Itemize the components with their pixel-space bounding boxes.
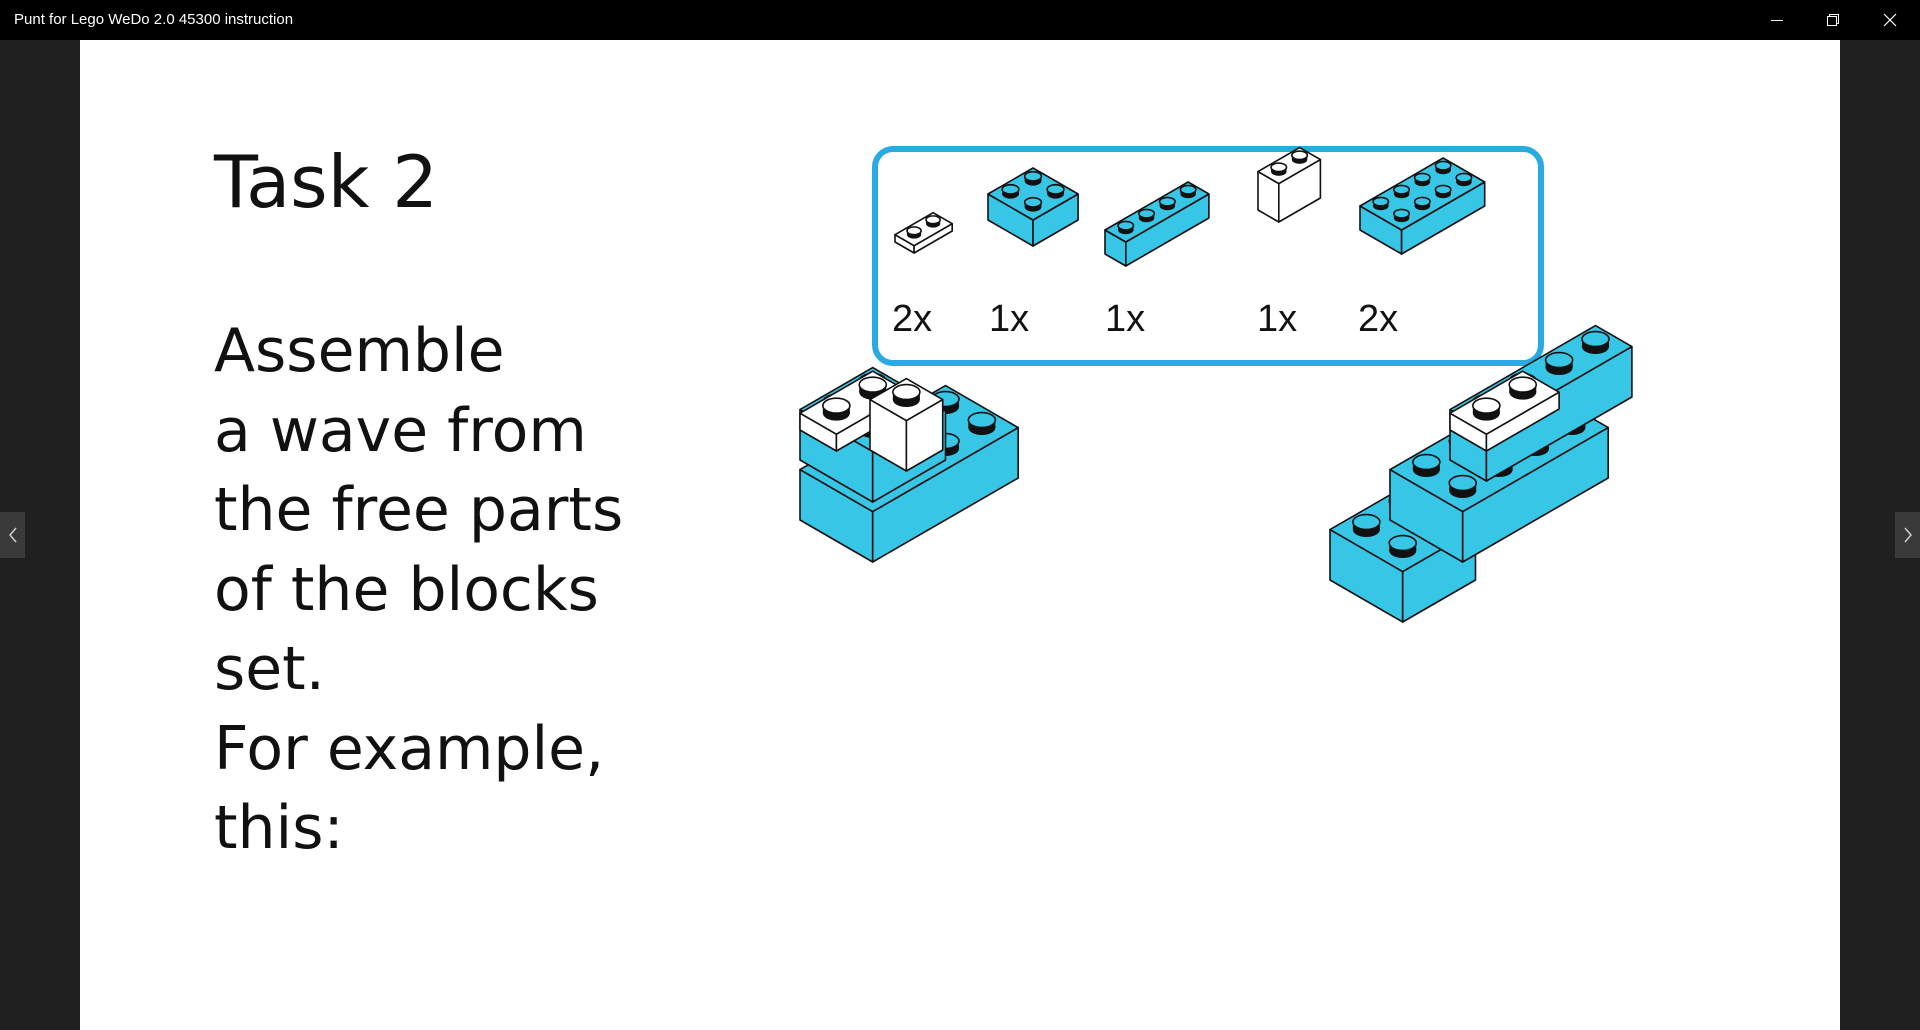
part-quantity: 2x: [892, 298, 932, 340]
slide-heading: Task 2: [214, 140, 439, 224]
chevron-right-icon: [1903, 527, 1912, 543]
part-quantity: 1x: [1257, 298, 1297, 340]
instruction-line: this:: [214, 793, 344, 863]
instruction-line: the free parts: [214, 475, 624, 545]
next-page-button[interactable]: [1895, 512, 1920, 558]
instruction-line: of the blocks: [214, 554, 599, 625]
restore-button[interactable]: [1805, 0, 1861, 40]
part-cyan-2x2-brick: [987, 167, 1079, 247]
part-white-plate: [894, 211, 954, 254]
part-white-angle-plate: [1257, 146, 1322, 223]
part-cyan-1x4-brick: [1104, 181, 1210, 267]
chevron-left-icon: [8, 527, 17, 543]
wave-model-two: [1329, 324, 1633, 623]
instruction-line: set.: [214, 634, 325, 704]
part-quantity: 1x: [989, 298, 1029, 340]
instruction-line: a wave from: [214, 395, 587, 466]
minimize-icon: [1771, 20, 1783, 21]
close-icon: [1883, 13, 1897, 27]
wave-model-one: [799, 366, 1019, 563]
part-quantity: 2x: [1358, 298, 1398, 340]
title-bar: Punt for Lego WeDo 2.0 45300 instruction: [0, 0, 1920, 40]
window-title: Punt for Lego WeDo 2.0 45300 instruction: [14, 11, 294, 28]
instruction-line: For example,: [214, 713, 605, 784]
minimize-button[interactable]: [1749, 0, 1805, 40]
illustration-layer: 2x 1x 1x 1x 2x: [799, 146, 1633, 623]
restore-icon: [1827, 14, 1839, 26]
part-cyan-2x4-brick: [1359, 157, 1486, 255]
instruction-line: Assemble: [214, 316, 505, 386]
slide-page: Task 2 Assemble a wave from the free par…: [80, 40, 1840, 1030]
close-button[interactable]: [1862, 0, 1918, 40]
task-instructions: Assemble a wave from the free parts of t…: [214, 312, 734, 869]
previous-page-button[interactable]: [0, 512, 25, 558]
part-quantity: 1x: [1105, 298, 1145, 340]
